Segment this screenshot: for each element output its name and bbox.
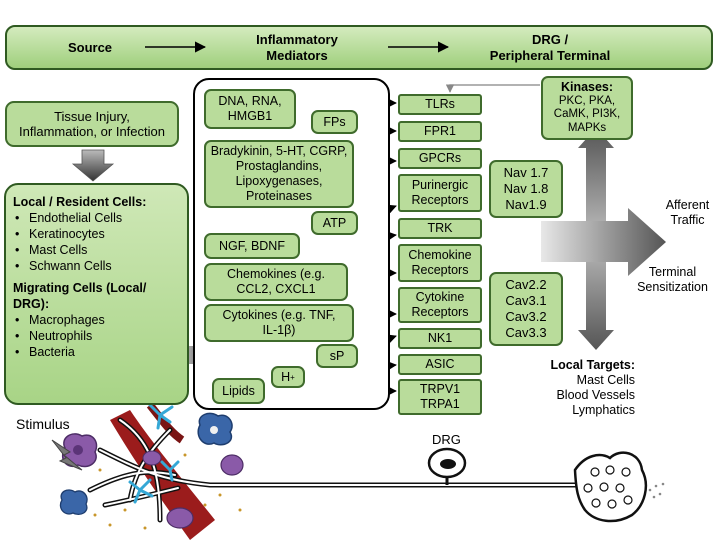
terminal-sensitization-label: Terminal Sensitization [630,265,715,295]
lightning-bolt [51,439,83,471]
header-mediators-line2: Mediators [266,48,328,63]
particles [93,453,242,530]
mediator-lipids: Lipids [212,378,265,404]
receptor-tlrs: TLRs [398,94,482,115]
header-drg-line1: DRG / [531,32,569,47]
trigger-line2: Inflammation, or Infection [19,124,165,139]
receptor-purinergic-line1: Purinergic [411,178,469,192]
mediator-h: H+ [271,366,305,388]
receptor-asic: ASIC [398,354,482,375]
list-item: Mast Cells [13,242,181,258]
list-item: Lymphatics [572,403,635,417]
receptor-trpa1: TRPA1 [420,397,460,411]
receptor-gpcrs: GPCRs [398,148,482,169]
nav-channels: Nav 1.7 Nav 1.8 Nav1.9 [489,160,563,218]
list-item: Schwann Cells [13,258,181,274]
drg-label: DRG [432,432,461,447]
down-arrow [71,149,115,182]
receptor-purinergic-line2: Receptors [411,193,469,207]
terminal-line1: Terminal [648,265,697,279]
local-targets: Local Targets: Mast Cells Blood Vessels … [520,358,635,418]
cells-box: Local / Resident Cells: Endothelial Cell… [4,183,189,405]
mediator-chemokines: Chemokines (e.g. CCL2, CXCL1 [204,263,348,301]
receptor-cytokine-line2: Receptors [411,305,469,319]
header-drg-line2: Peripheral Terminal [489,48,611,63]
afferent-traffic-label: Afferent Traffic [660,198,715,228]
list-item: Endothelial Cells [13,210,181,226]
mediator-cytokines-line1: Cytokines (e.g. TNF, [222,308,336,322]
nav-item: Nav 1.7 [503,165,549,180]
afferent-line1: Afferent [665,198,710,212]
mediator-dna: DNA, RNA, HMGB1 [204,89,296,129]
list-item: Mast Cells [576,373,635,387]
header-mediators: Inflammatory Mediators [232,32,362,64]
stimulus-label: Stimulus [16,416,70,432]
dendritic-cells [128,403,180,504]
local-targets-title: Local Targets: [550,358,635,372]
kinases-title: Kinases: [560,80,614,94]
trigger-line1: Tissue Injury, [54,109,130,124]
kinases-line3: MAPKs [567,121,607,134]
mediator-cytokines: Cytokines (e.g. TNF, IL-1β) [204,304,354,342]
kinase-feedback-arrow [445,84,540,93]
trigger-box: Tissue Injury, Inflammation, or Infectio… [5,101,179,147]
receptor-trk: TRK [398,218,482,239]
migrating-cells-heading-1: Migrating Cells (Local/ [13,281,147,295]
immune-cells [59,412,244,529]
mediator-atp: ATP [311,211,358,235]
list-item: Neutrophils [13,328,181,344]
terminal-line2: Sensitization [637,280,708,294]
mediator-h-text: H [281,369,291,384]
mediator-fps: FPs [311,110,358,134]
cav-item: Cav3.1 [505,293,547,308]
cav-item: Cav2.2 [505,277,547,292]
kinases-line1: PKC, PKA, [558,94,616,107]
local-cells-list: Endothelial Cells Keratinocytes Mast Cel… [13,210,181,274]
cav-item: Cav3.3 [505,325,547,340]
list-item: Keratinocytes [13,226,181,242]
receptor-fpr1: FPR1 [398,121,482,142]
receptor-nk1: NK1 [398,328,482,349]
nav-item: Nav1.9 [505,197,547,212]
migrating-cells-list: Macrophages Neutrophils Bacteria [13,312,181,360]
kinases-box: Kinases: PKC, PKA, CaMK, PI3K, MAPKs [541,76,633,140]
mediator-sp: sP [316,344,358,368]
header-source: Source [67,40,113,55]
receptor-trpv1: TRPV1 [419,382,461,396]
nav-item: Nav 1.8 [503,181,549,196]
receptor-chemokine-line1: Chemokine [408,248,472,262]
output-cross-arrow [541,128,666,350]
cav-channels: Cav2.2 Cav3.1 Cav3.2 Cav3.3 [489,272,563,346]
kinases-line2: CaMK, PI3K, [553,108,621,120]
list-item: Macrophages [13,312,181,328]
receptor-cytokine-line1: Cytokine [415,290,465,304]
list-item: Bacteria [13,344,181,360]
mediator-cytokines-line2: IL-1β) [262,323,296,337]
local-cells-heading: Local / Resident Cells: [13,195,147,209]
cav-item: Cav3.2 [505,309,547,324]
list-item: Blood Vessels [556,388,635,402]
mediator-ngf: NGF, BDNF [204,233,300,259]
receptor-chemokine-line2: Receptors [411,263,469,277]
mediator-h-sup: + [290,372,295,382]
mediator-bradykinin: Bradykinin, 5-HT, CGRP, Prostaglandins, … [204,140,354,208]
header-mediators-line1: Inflammatory [256,32,338,47]
afferent-line2: Traffic [670,213,705,227]
migrating-cells-heading-2: DRG): [13,297,50,311]
header-drg: DRG / Peripheral Terminal [460,32,640,64]
header-bar [5,25,713,70]
